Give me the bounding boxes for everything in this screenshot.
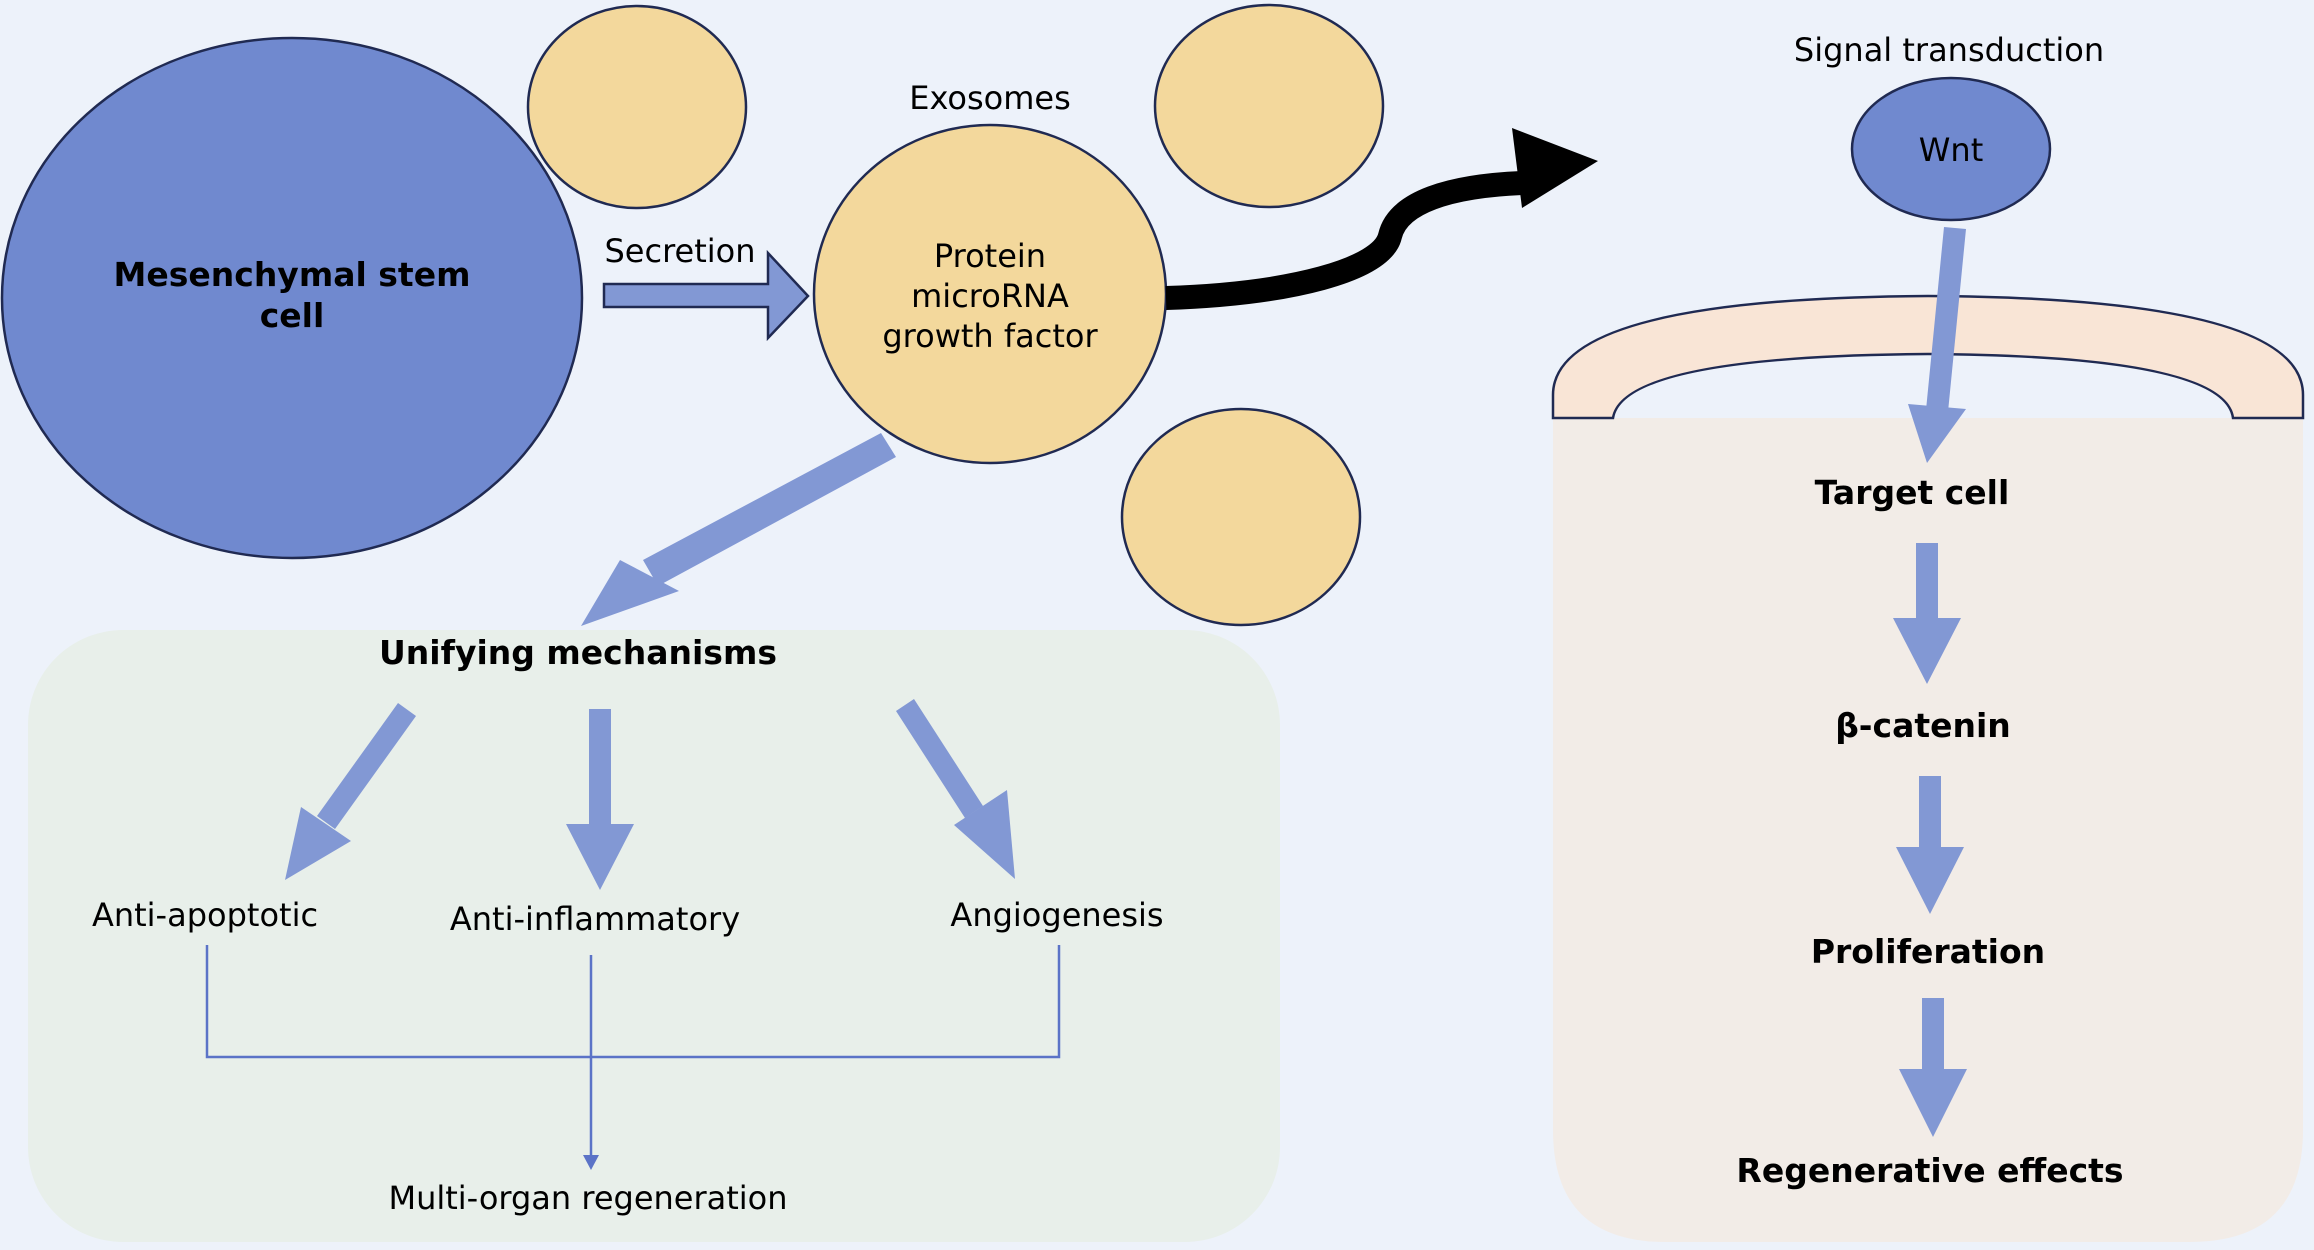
signal-transduction-label: Signal transduction [1794,31,2104,69]
arrow-target-to-beta-catenin [1893,543,1961,684]
step-target-cell: Target cell [1815,473,2010,512]
step-beta-catenin: β-catenin [1835,706,2011,745]
exosome-content-microrna: microRNA [911,277,1069,315]
mechanism-angiogenesis: Angiogenesis [950,896,1163,934]
transduction-curved-arrow [1165,171,1523,310]
mechanism-anti-apoptotic: Anti-apoptotic [92,896,318,934]
exosome-small-top-right [1153,3,1385,209]
mechanism-connector-arrowhead [583,1155,599,1170]
step-proliferation: Proliferation [1811,932,2045,971]
mechanism-anti-inflammatory: Anti-inflammatory [450,900,740,938]
arrow-beta-catenin-to-proliferation [1896,776,1964,914]
arrow-to-anti-inflammatory [566,709,634,890]
stem-cell-label-line1: Mesenchymal stem [114,255,471,294]
exosome-content-growth-factor: growth factor [882,317,1098,355]
arrow-to-anti-apoptotic [285,703,416,880]
exosome-small-bottom [1120,407,1362,627]
exosome-small-top-left [526,4,748,210]
cell-membrane [1551,294,2305,420]
wnt-label: Wnt [1919,131,1983,169]
mesenchymal-stem-cell [0,36,584,560]
unifying-mechanisms-title: Unifying mechanisms [379,633,777,672]
exosome-content-protein: Protein [934,237,1046,275]
step-regenerative-effects: Regenerative effects [1736,1151,2123,1190]
mechanism-connector-bracket [205,945,1061,1059]
exosome-to-mechanisms-arrow [581,433,896,626]
exosomes-label: Exosomes [909,79,1071,117]
outcome-multi-organ-regeneration: Multi-organ regeneration [388,1179,787,1217]
arrow-proliferation-to-regenerative [1899,998,1967,1137]
secretion-arrow [602,249,810,342]
wnt-to-target-arrow [1908,227,1966,463]
secretion-label: Secretion [604,232,755,270]
wnt-node [1850,76,2052,222]
transduction-arrowhead [1512,128,1598,208]
arrow-to-angiogenesis [896,699,1015,879]
stem-cell-label-line2: cell [260,296,325,335]
